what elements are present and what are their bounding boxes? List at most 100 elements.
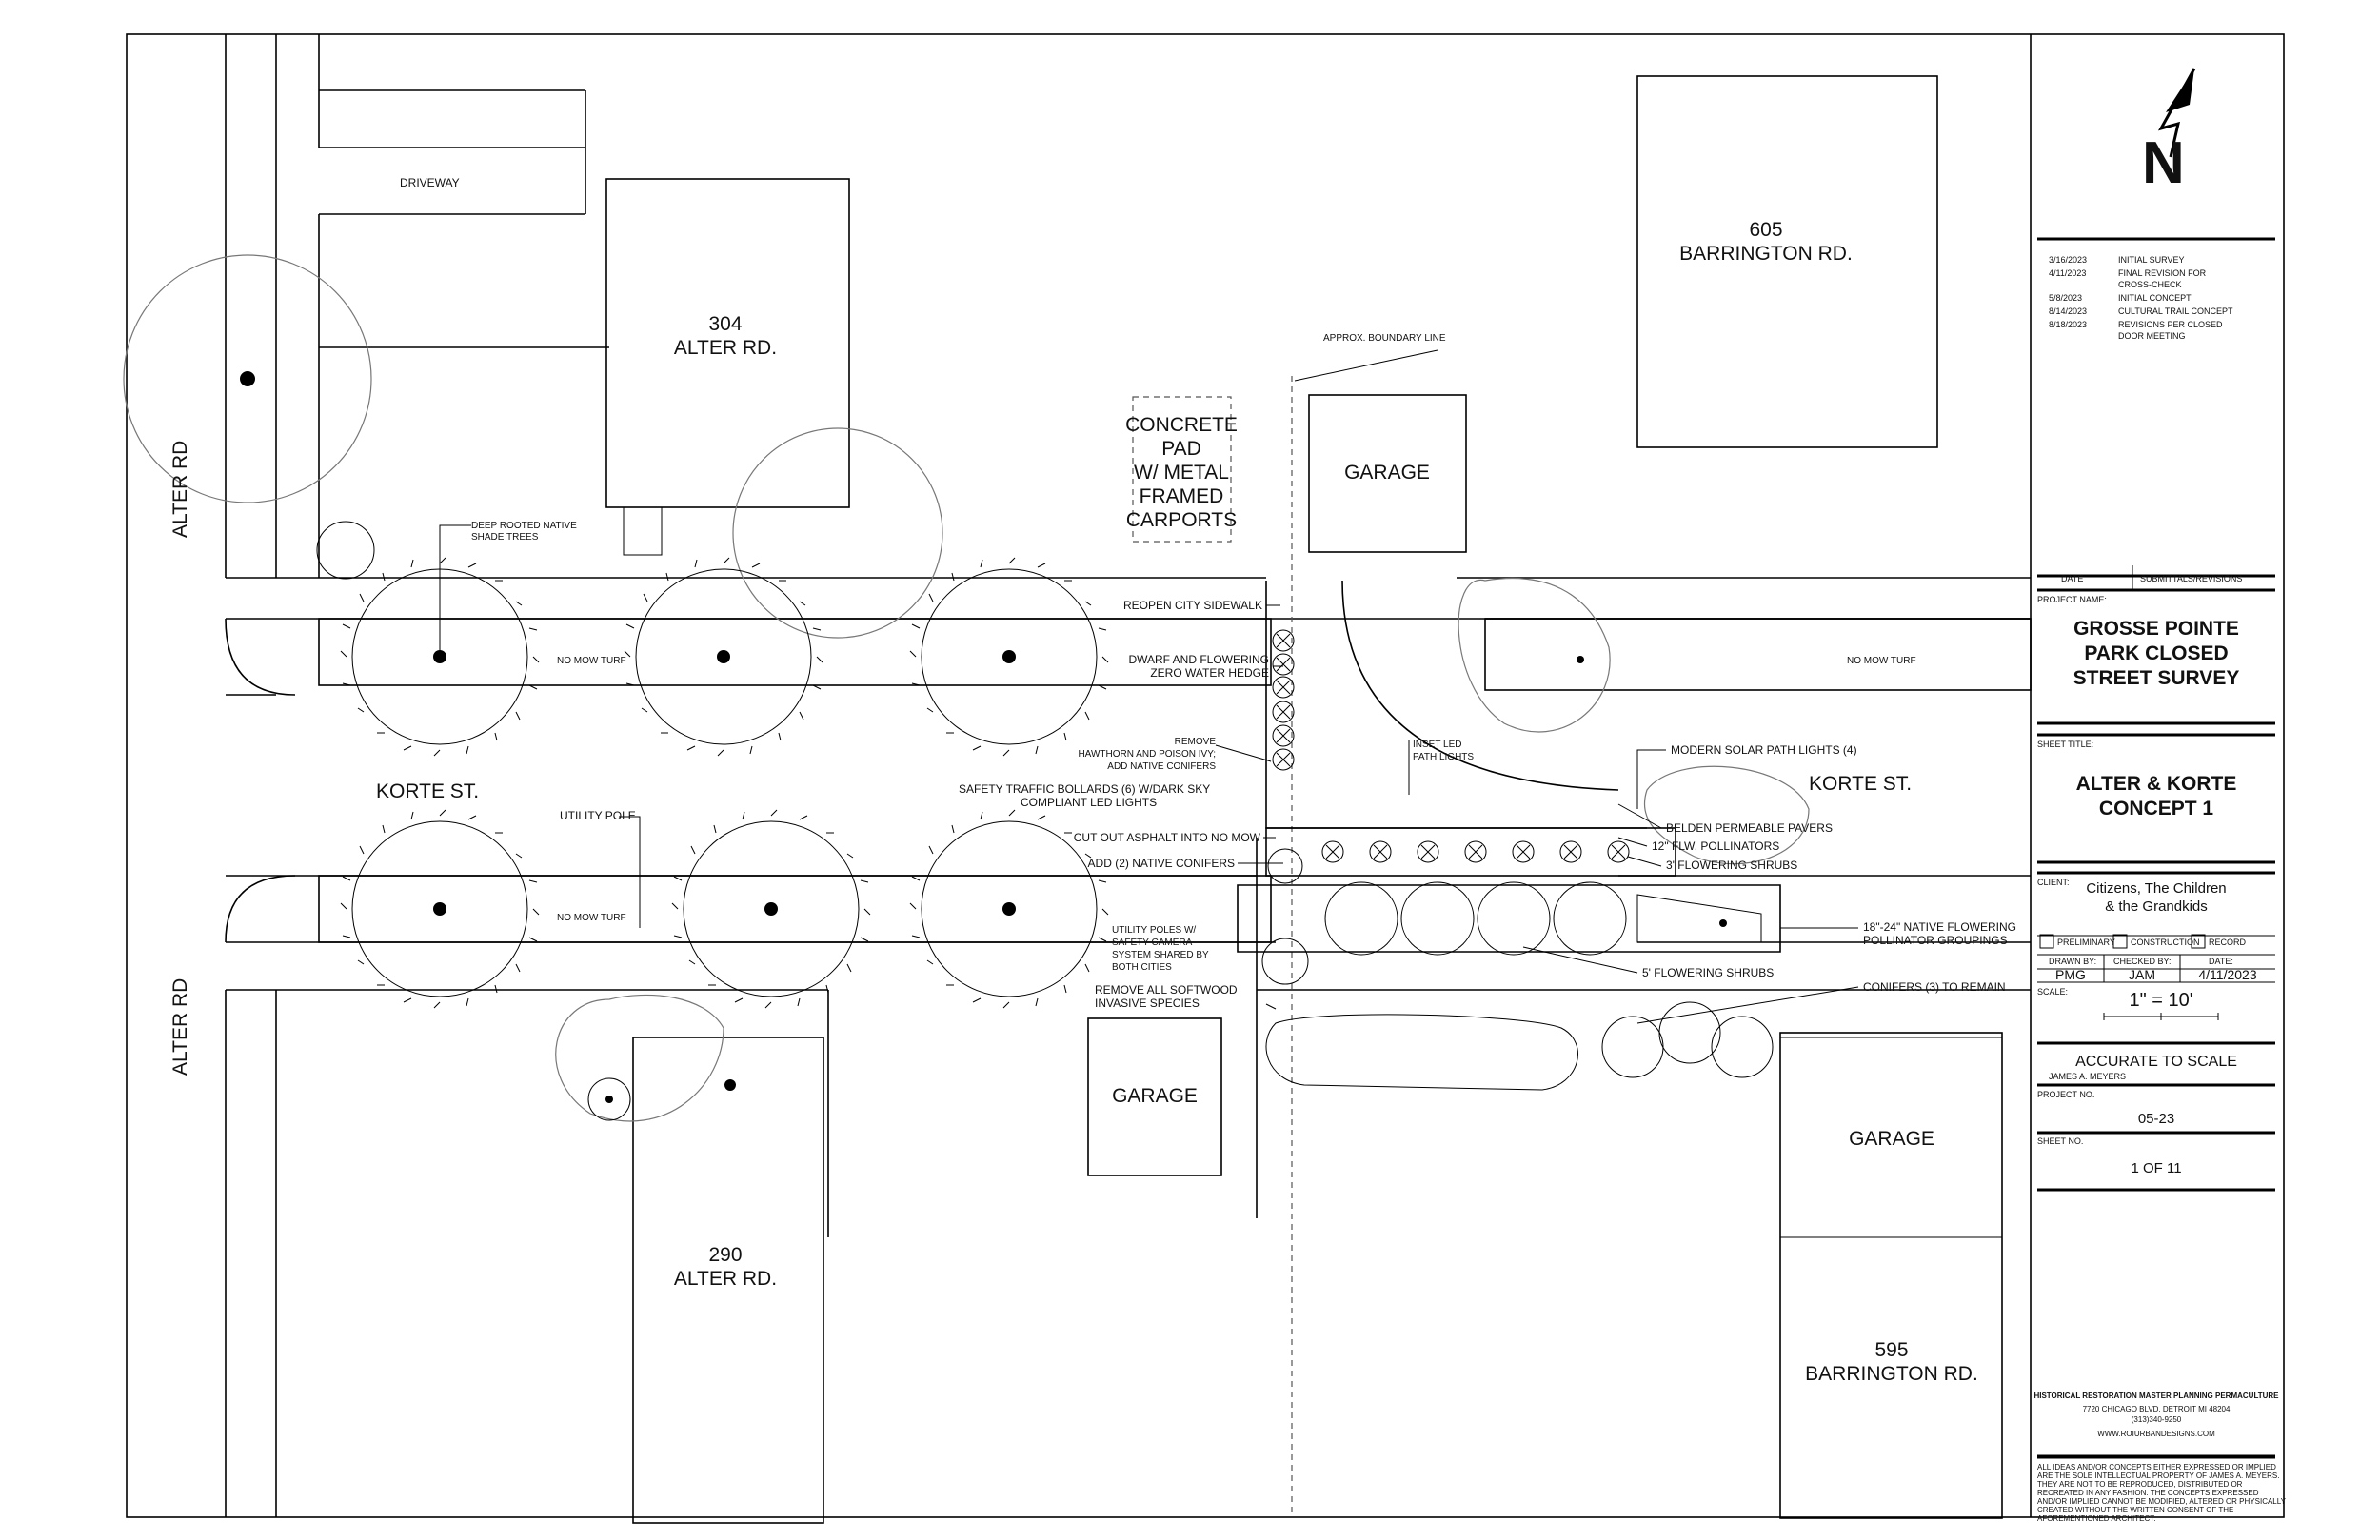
address-595-number: 595: [1874, 1339, 1908, 1361]
scale-value: 1" = 10': [2129, 990, 2192, 1011]
north-arrow-icon: [2157, 68, 2196, 158]
svg-text:ARE THE SOLE INTELLECTUAL PROP: ARE THE SOLE INTELLECTUAL PROPERTY OF JA…: [2037, 1471, 2279, 1480]
concrete-pad-line-4: FRAMED: [1140, 485, 1224, 507]
utility-pole-label: UTILITY POLE: [560, 809, 636, 822]
svg-text:PROJECT NO.: PROJECT NO.: [2037, 1090, 2094, 1099]
utility-poles-line-3: SYSTEM SHARED BY: [1112, 950, 1209, 960]
svg-text:DOOR MEETING: DOOR MEETING: [2118, 331, 2186, 341]
no-mow-label-3: NO MOW TURF: [557, 913, 626, 923]
buildings: [605, 75, 2003, 1524]
svg-text:SHEET TITLE:: SHEET TITLE:: [2037, 740, 2093, 749]
sheet-border: [126, 33, 2285, 1518]
svg-text:CHECKED BY:: CHECKED BY:: [2113, 957, 2172, 966]
accurate-to-scale: ACCURATE TO SCALE: [2075, 1054, 2237, 1070]
remove-hawthorn-line-1: REMOVE: [1175, 737, 1217, 747]
boundary-label: APPROX. BOUNDARY LINE: [1323, 333, 1446, 344]
svg-text:5/8/2023: 5/8/2023: [2049, 293, 2082, 303]
bollards-line-1: SAFETY TRAFFIC BOLLARDS (6) W/DARK SKY: [959, 782, 1210, 796]
svg-text:RECORD: RECORD: [2209, 938, 2247, 947]
concrete-pad-line-5: CARPORTS: [1126, 509, 1237, 531]
plan-annotations: REOPEN CITY SIDEWALK DWARF AND FLOWERING…: [959, 599, 2016, 1010]
garage-middle: [1087, 1017, 1222, 1176]
existing-canopies: [123, 254, 1810, 1122]
revision-header: SUBMITTALS/REVISIONS: [2140, 574, 2242, 583]
remove-softwood-line-2: INVASIVE SPECIES: [1095, 997, 1200, 1010]
svg-text:8/18/2023: 8/18/2023: [2049, 320, 2087, 329]
svg-text:CONSTRUCTION: CONSTRUCTION: [2131, 938, 2200, 947]
sheet-title-line-1: ALTER & KORTE: [2076, 773, 2237, 795]
svg-text:CREATED WITHOUT THE WRITTEN CO: CREATED WITHOUT THE WRITTEN CONSENT OF T…: [2037, 1506, 2233, 1514]
street-labels: ALTER RD ALTER RD KORTE ST. KORTE ST.: [169, 441, 1912, 1076]
deep-rooted-line-1: DEEP ROOTED NATIVE: [471, 521, 577, 531]
svg-text:RECREATED IN ANY FASHION. THE: RECREATED IN ANY FASHION. THE CONCEPTS E…: [2037, 1489, 2259, 1497]
svg-text:REVISIONS PER CLOSED: REVISIONS PER CLOSED: [2118, 320, 2223, 329]
firm-website: WWW.ROIURBANDESIGNS.COM: [2097, 1430, 2215, 1438]
firm-phone: (313)340-9250: [2132, 1415, 2182, 1424]
svg-text:AND/OR IMPLIED CANNOT BE MODIF: AND/OR IMPLIED CANNOT BE MODIFIED, ALTER…: [2037, 1497, 2287, 1506]
svg-text:SHEET NO.: SHEET NO.: [2037, 1136, 2083, 1146]
svg-text:CLIENT:: CLIENT:: [2037, 878, 2070, 887]
garage-right: [1779, 1037, 2003, 1238]
solar-lights-label: MODERN SOLAR PATH LIGHTS (4): [1671, 743, 1857, 757]
concrete-pad-line-2: PAD: [1161, 438, 1201, 460]
svg-text:3/16/2023: 3/16/2023: [2049, 255, 2087, 265]
native-flowering-line-1: 18"-24" NATIVE FLOWERING: [1863, 920, 2016, 934]
belden-pavers-label: BELDEN PERMEABLE PAVERS: [1666, 821, 1833, 835]
pollinators-label: 12" FLW. POLLINATORS: [1652, 839, 1779, 853]
leader-lines: [439, 349, 1859, 1024]
checked-by-value: JAM: [2129, 967, 2155, 982]
sheet-title-line-2: CONCEPT 1: [2099, 798, 2214, 819]
drawn-by-value: PMG: [2055, 967, 2086, 982]
dwarf-hedge-line-2: ZERO WATER HEDGE: [1150, 666, 1269, 680]
garage-upper: [1308, 394, 1467, 553]
svg-text:4/11/2023: 4/11/2023: [2049, 268, 2086, 278]
garage-label-upper: GARAGE: [1344, 462, 1430, 484]
deep-rooted-line-2: SHADE TREES: [471, 532, 539, 543]
dwarf-hedge-line-1: DWARF AND FLOWERING: [1128, 653, 1269, 666]
svg-text:8/14/2023: 8/14/2023: [2049, 306, 2087, 316]
firm-tagline: HISTORICAL RESTORATION MASTER PLANNING P…: [2033, 1392, 2279, 1400]
bollards-line-2: COMPLIANT LED LIGHTS: [1021, 796, 1157, 809]
svg-text:CROSS-CHECK: CROSS-CHECK: [2118, 280, 2182, 289]
building-595: [1779, 1032, 2003, 1519]
date-value: 4/11/2023: [2198, 967, 2256, 982]
shrubs-5ft-label: 5' FLOWERING SHRUBS: [1642, 966, 1774, 979]
conifers-remain-label: CONIFERS (3) TO REMAIN: [1863, 980, 2006, 994]
svg-text:CULTURAL TRAIL CONCEPT: CULTURAL TRAIL CONCEPT: [2118, 306, 2233, 316]
title-block-text: PROJECT NAME: GROSSE POINTE PARK CLOSED …: [2033, 595, 2286, 1523]
svg-text:PRELIMINARY: PRELIMINARY: [2057, 938, 2115, 947]
remove-hawthorn-line-2: HAWTHORN AND POISON IVY;: [1078, 749, 1216, 760]
building-304: [605, 178, 850, 508]
address-595-street: BARRINGTON RD.: [1805, 1363, 1978, 1385]
building-290: [632, 1037, 824, 1524]
garage-label-middle: GARAGE: [1112, 1085, 1198, 1107]
project-name-line-3: STREET SURVEY: [2073, 667, 2240, 689]
address-290-number: 290: [708, 1244, 742, 1266]
address-304-number: 304: [708, 313, 742, 335]
remove-hawthorn-line-3: ADD NATIVE CONIFERS: [1107, 761, 1216, 772]
concrete-pad: [1132, 396, 1232, 543]
revision-date-header: DATE: [2061, 574, 2083, 583]
project-number: 05-23: [2138, 1111, 2174, 1127]
client-line-2: & the Grandkids: [2105, 898, 2208, 915]
add-conifers-label: ADD (2) NATIVE CONIFERS: [1088, 857, 1235, 870]
address-605-street: BARRINGTON RD.: [1679, 243, 1853, 265]
project-name-line-1: GROSSE POINTE: [2073, 618, 2239, 640]
address-304-street: ALTER RD.: [674, 337, 777, 359]
reopen-sidewalk-label: REOPEN CITY SIDEWALK: [1123, 599, 1262, 612]
address-290-street: ALTER RD.: [674, 1268, 777, 1290]
garage-label-right: GARAGE: [1849, 1128, 1934, 1150]
planting-bed: [827, 580, 1781, 1237]
street-korte-left: KORTE ST.: [376, 780, 479, 802]
designer-name: JAMES A. MEYERS: [2049, 1072, 2126, 1081]
street-korte-right: KORTE ST.: [1809, 773, 1912, 795]
svg-text:SCALE:: SCALE:: [2037, 987, 2068, 997]
address-605-number: 605: [1749, 219, 1782, 241]
driveway-label: DRIVEWAY: [400, 176, 460, 189]
north-letter: N: [2142, 130, 2185, 196]
title-block-frame: [2037, 237, 2275, 1459]
concrete-pad-line-3: W/ METAL: [1134, 462, 1229, 484]
no-mow-label-1: NO MOW TURF: [557, 656, 626, 666]
address-labels: 304 ALTER RD. 290 ALTER RD. 605 BARRINGT…: [674, 219, 1978, 1385]
